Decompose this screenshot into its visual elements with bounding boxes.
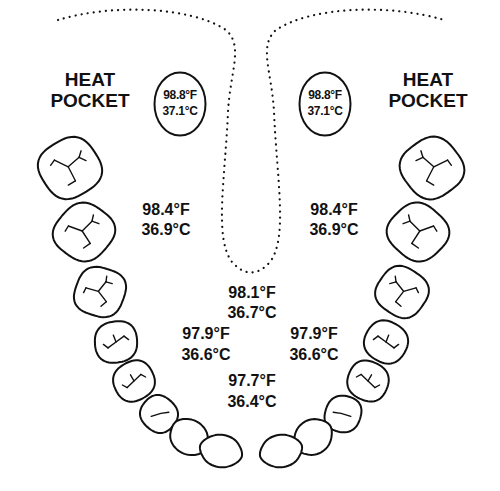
tooth-fissure bbox=[361, 374, 375, 387]
tooth-fissure bbox=[333, 412, 351, 416]
oval-temperature: 37.1°C bbox=[307, 104, 342, 120]
tooth-fissure bbox=[448, 160, 452, 165]
oval-temperature: 98.8°F bbox=[308, 88, 342, 104]
tooth-outline bbox=[200, 435, 242, 468]
heat-pocket-oval: 98.8°F37.1°C bbox=[298, 71, 352, 137]
tooth-fissure bbox=[378, 336, 394, 348]
tooth-outline bbox=[38, 137, 102, 199]
heat-pocket-label: HEAT POCKET bbox=[40, 69, 140, 112]
temperature-label: 36.9°C bbox=[141, 222, 190, 238]
temperature-label: 97.9°F bbox=[182, 326, 229, 342]
temperature-label: 36.7°C bbox=[227, 305, 276, 321]
temperature-label: 97.7°F bbox=[228, 373, 275, 389]
tooth-fissure bbox=[423, 157, 434, 167]
tooth-fissure bbox=[421, 151, 423, 158]
tooth-fissure bbox=[131, 375, 135, 381]
temperature-label: 36.4°C bbox=[227, 394, 276, 410]
temperature-label: 36.6°C bbox=[181, 347, 230, 363]
oval-outline bbox=[300, 73, 351, 136]
tooth-fissure bbox=[127, 374, 141, 387]
tooth-outline bbox=[260, 435, 302, 468]
tooth-fissure bbox=[65, 226, 68, 231]
tooth-fissure bbox=[386, 335, 389, 342]
tooth-fissure bbox=[79, 157, 86, 160]
tooth-fissure bbox=[79, 151, 81, 158]
tooth-fissure bbox=[141, 374, 146, 377]
tooth-outline bbox=[74, 267, 126, 317]
teeth bbox=[38, 137, 465, 468]
tooth-fissure bbox=[390, 282, 396, 284]
oval-temperature: 37.1°C bbox=[162, 104, 197, 120]
tooth-fissure bbox=[98, 282, 106, 292]
tooth-fissure bbox=[105, 276, 107, 282]
tooth-fissure bbox=[68, 157, 79, 167]
oval-content: 98.8°F37.1°C bbox=[153, 71, 207, 137]
tooth-fissure bbox=[68, 226, 90, 243]
tooth-fissure bbox=[409, 215, 410, 221]
tooth-outline bbox=[347, 360, 389, 401]
temperature-label: 97.9°F bbox=[290, 326, 337, 342]
tooth-fissure bbox=[368, 375, 372, 381]
oval-outline bbox=[155, 73, 206, 136]
heat-pocket-label: HEAT POCKET bbox=[378, 69, 478, 112]
tooth-fissure bbox=[103, 344, 108, 348]
tooth-fissure bbox=[113, 335, 116, 342]
tooth-fissure bbox=[396, 288, 416, 302]
tooth-outline bbox=[113, 360, 155, 401]
tooth-fissure bbox=[375, 385, 380, 388]
temperature-label: 98.4°F bbox=[310, 202, 357, 218]
tooth-fissure bbox=[396, 302, 401, 307]
temperature-label: 98.1°F bbox=[228, 285, 275, 301]
tooth-outline bbox=[364, 320, 408, 363]
tooth-outline bbox=[53, 203, 116, 262]
tooth-fissure bbox=[122, 385, 127, 388]
tooth-fissure bbox=[412, 243, 419, 248]
tooth-fissure bbox=[394, 344, 399, 348]
tooth-fissure bbox=[356, 374, 361, 377]
temperature-label: 36.6°C bbox=[289, 347, 338, 363]
tooth-fissure bbox=[108, 336, 124, 348]
temperature-label: 36.9°C bbox=[309, 222, 358, 238]
tooth-fissure bbox=[396, 282, 404, 292]
tooth-fissure bbox=[434, 226, 437, 231]
oval-content: 98.8°F37.1°C bbox=[298, 71, 352, 137]
oval-temperature: 98.8°F bbox=[163, 88, 197, 104]
tooth-fissure bbox=[403, 221, 410, 224]
tooth-fissure bbox=[84, 243, 91, 248]
tooth-fissure bbox=[51, 160, 55, 165]
tooth-fissure bbox=[410, 221, 420, 231]
tooth-outline bbox=[400, 137, 465, 200]
tooth-fissure bbox=[416, 157, 423, 160]
tooth-fissure bbox=[84, 288, 86, 293]
tooth-fissure bbox=[92, 221, 99, 224]
tooth-outline bbox=[375, 266, 429, 318]
tooth-fissure bbox=[101, 302, 106, 307]
tooth-outline bbox=[387, 203, 450, 262]
tooth-fissure bbox=[68, 181, 75, 185]
tooth-fissure bbox=[92, 215, 93, 221]
heat-pocket-oval: 98.8°F37.1°C bbox=[153, 71, 207, 137]
tooth-outline bbox=[95, 321, 137, 362]
tooth-fissure bbox=[416, 288, 418, 293]
tooth-fissure bbox=[151, 412, 169, 416]
tooth-fissure bbox=[395, 276, 397, 282]
temperature-label: 98.4°F bbox=[142, 202, 189, 218]
tooth-fissure bbox=[427, 181, 434, 185]
tooth-fissure bbox=[86, 288, 106, 302]
tooth-fissure bbox=[373, 336, 378, 340]
tooth-fissure bbox=[412, 226, 434, 243]
tooth-fissure bbox=[106, 282, 112, 284]
tooth-fissure bbox=[82, 221, 92, 231]
tooth-fissure bbox=[124, 336, 129, 340]
